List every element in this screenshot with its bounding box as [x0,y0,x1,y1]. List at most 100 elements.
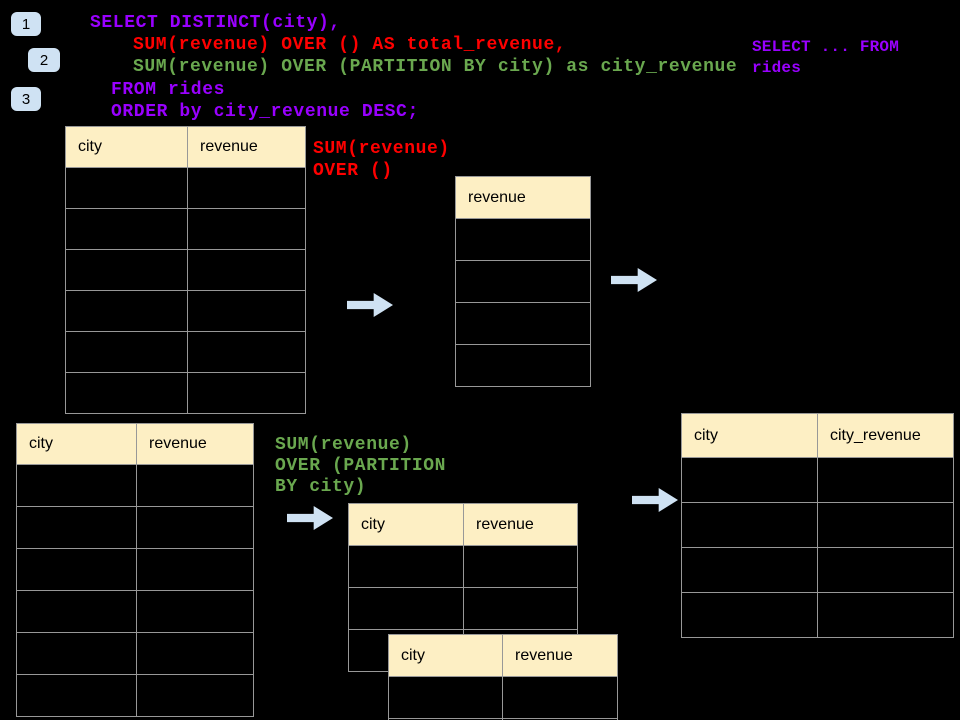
table-row [455,302,591,345]
empty-cell [187,290,306,332]
empty-cell [502,676,618,719]
empty-cell [817,547,954,593]
table-row [388,676,618,719]
side-code-select-from: SELECT ... FROM [752,38,900,56]
annotation-total-line-2: OVER () [313,161,393,181]
annotation-partition-line-2: OVER (PARTITION [275,456,447,476]
table-row [455,260,591,303]
column-header-city-revenue: city_revenue [817,413,954,458]
empty-cell [16,548,137,591]
empty-cell [681,592,818,638]
empty-cell [16,464,137,507]
sql-code-line-city-revenue: SUM(revenue) OVER (PARTITION BY city) as… [133,57,738,77]
empty-cell [681,547,818,593]
sql-code-line-total-revenue: SUM(revenue) OVER () AS total_revenue, [133,35,567,55]
table-row [348,545,578,588]
column-header-city: city [16,423,137,465]
annotation-total-line-1: SUM(revenue) [313,139,450,159]
table-row [388,718,618,720]
empty-cell [136,674,254,717]
empty-cell [463,545,578,588]
table-row [16,548,254,591]
table-source-top: city revenue [65,126,306,414]
side-code-rides: rides [752,59,802,77]
empty-cell [16,590,137,633]
empty-cell [65,208,188,250]
empty-cell [463,587,578,630]
empty-cell [16,506,137,549]
table-header-row: city revenue [16,423,254,465]
empty-cell [65,249,188,291]
empty-cell [187,372,306,414]
column-header-city: city [388,634,503,677]
empty-cell [187,331,306,373]
step-badge-3: 3 [11,87,41,111]
table-row [65,372,306,414]
empty-cell [16,632,137,675]
table-row [681,547,954,593]
empty-cell [187,249,306,291]
table-row [65,167,306,209]
empty-cell [455,302,591,345]
table-header-row: city revenue [388,634,618,677]
column-header-city: city [348,503,464,546]
empty-cell [681,502,818,548]
column-header-city: city [681,413,818,458]
table-row [65,331,306,373]
arrow-right-icon [347,293,393,317]
empty-cell [455,344,591,387]
empty-cell [136,590,254,633]
empty-cell [187,208,306,250]
table-partition-b: city revenue [388,634,618,720]
empty-cell [136,506,254,549]
empty-cell [348,587,464,630]
empty-cell [187,167,306,209]
table-row [65,249,306,291]
column-header-city: city [65,126,188,168]
column-header-revenue: revenue [136,423,254,465]
empty-cell [136,632,254,675]
column-header-revenue: revenue [502,634,618,677]
empty-cell [16,674,137,717]
table-row [455,344,591,387]
empty-cell [817,457,954,503]
step-badge-2: 2 [28,48,60,72]
table-source-bottom: city revenue [16,423,254,717]
table-row [16,464,254,507]
table-header-row: revenue [455,176,591,219]
empty-cell [502,718,618,720]
empty-cell [817,502,954,548]
empty-cell [681,457,818,503]
empty-cell [136,548,254,591]
table-row [16,590,254,633]
sql-code-line-order-by: ORDER by city_revenue DESC; [111,102,419,122]
column-header-revenue: revenue [455,176,591,219]
empty-cell [136,464,254,507]
column-header-revenue: revenue [187,126,306,168]
table-row [16,632,254,675]
table-result: city city_revenue [681,413,954,638]
table-row [681,592,954,638]
sql-code-line-select: SELECT DISTINCT(city), [90,13,341,33]
empty-cell [388,676,503,719]
empty-cell [817,592,954,638]
table-row [16,506,254,549]
empty-cell [455,218,591,261]
table-row [681,457,954,503]
table-row [681,502,954,548]
arrow-right-icon [287,506,333,530]
annotation-partition-line-3: BY city) [275,477,367,497]
empty-cell [65,290,188,332]
empty-cell [455,260,591,303]
column-header-revenue: revenue [463,503,578,546]
table-row [65,208,306,250]
empty-cell [65,331,188,373]
table-row [65,290,306,332]
empty-cell [348,545,464,588]
annotation-partition-line-1: SUM(revenue) [275,435,412,455]
table-header-row: city revenue [348,503,578,546]
table-row [348,587,578,630]
empty-cell [65,167,188,209]
table-row [16,674,254,717]
